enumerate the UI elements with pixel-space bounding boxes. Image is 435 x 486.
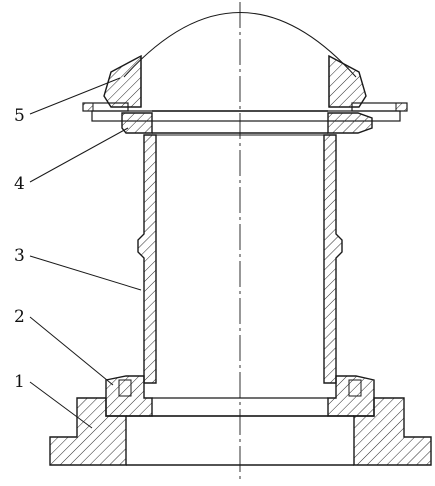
callout-4: 4 xyxy=(14,174,25,194)
leader-4 xyxy=(29,127,129,183)
callout-1: 1 xyxy=(14,372,25,392)
dome-curve xyxy=(123,12,357,78)
leader-2 xyxy=(29,316,114,386)
part-5-dome-flange xyxy=(82,54,408,112)
leader-5 xyxy=(29,77,121,115)
part-3-cylinder-wall xyxy=(137,134,343,384)
part-4-upper-ring xyxy=(91,110,401,134)
callout-5: 5 xyxy=(14,106,25,126)
part-1-base-flange xyxy=(49,397,432,466)
leader-1 xyxy=(29,381,93,429)
callout-3: 3 xyxy=(14,246,25,266)
leader-lines xyxy=(29,77,142,429)
callout-2: 2 xyxy=(14,307,25,327)
leader-3 xyxy=(29,255,142,291)
callout-labels: 5 4 3 2 1 xyxy=(14,106,25,392)
